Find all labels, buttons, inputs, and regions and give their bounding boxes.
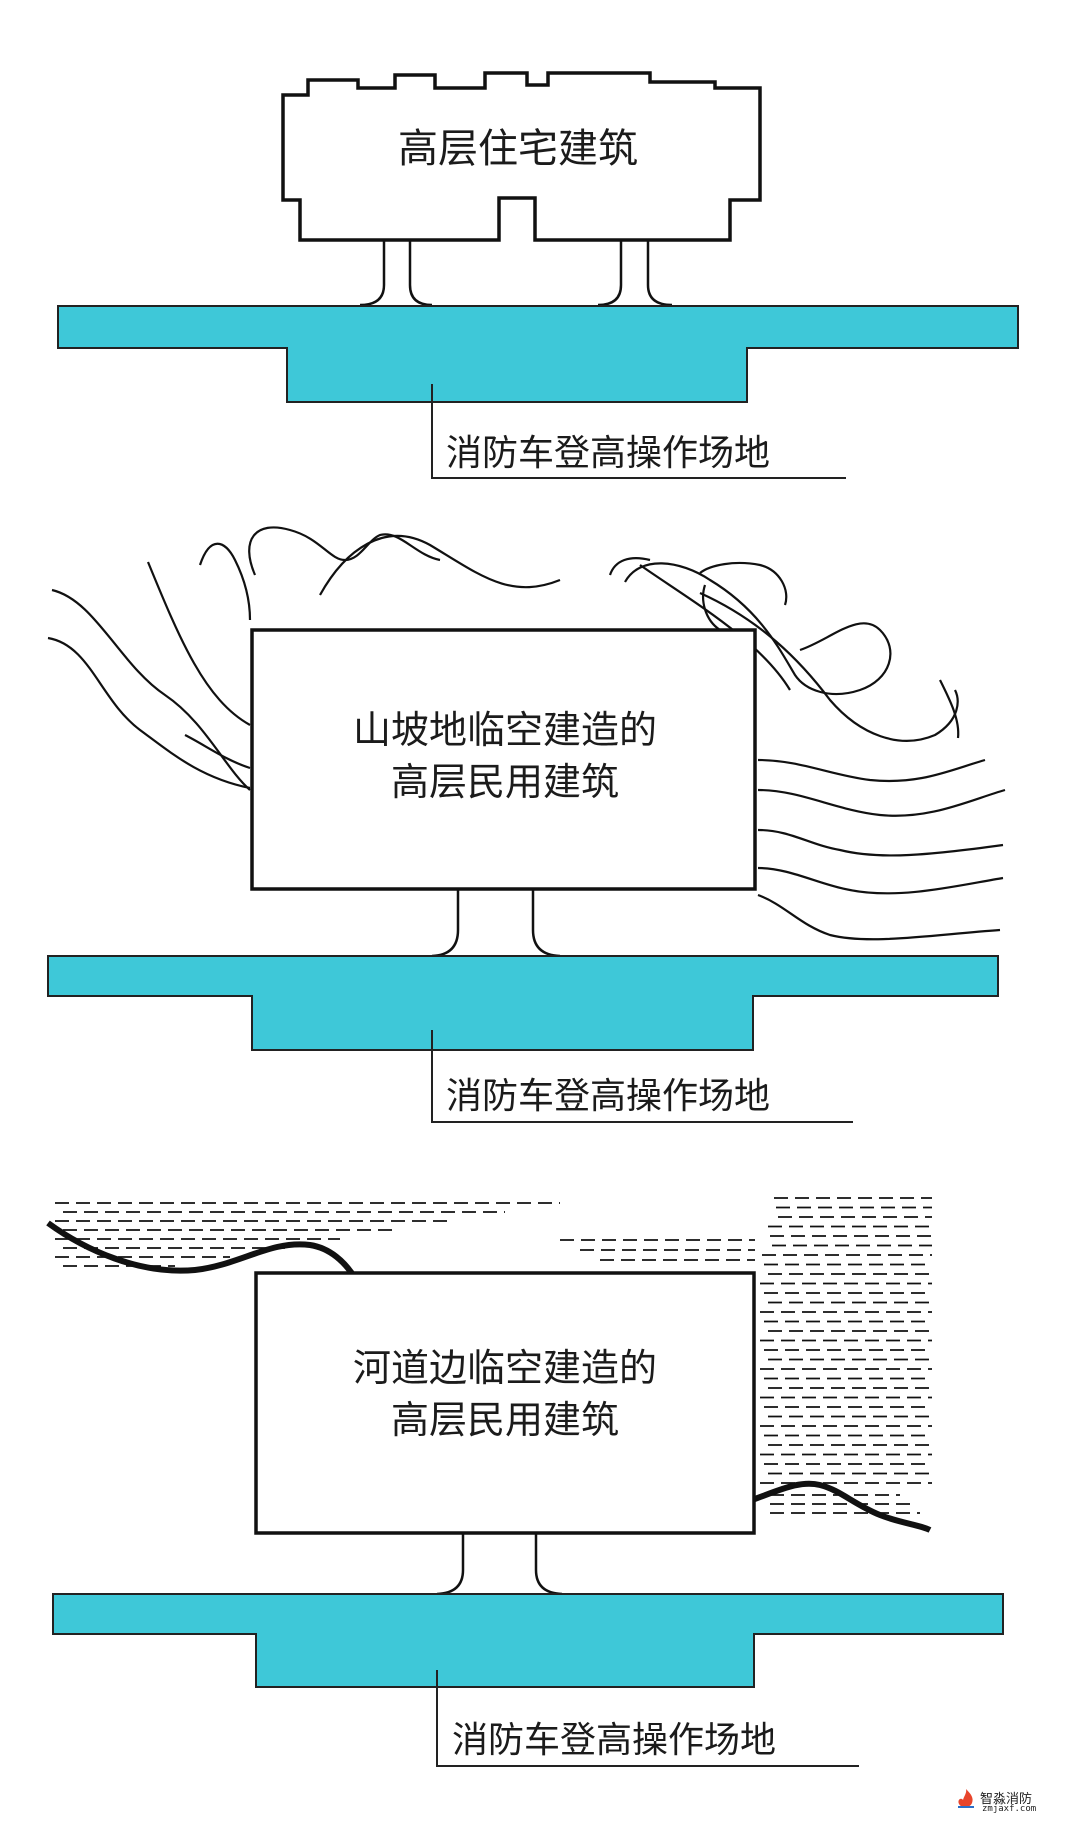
contour-lines: [47, 526, 1006, 941]
panel-3: 河道边临空建造的 高层民用建筑 消防车登高操作场地: [46, 1197, 1004, 1767]
panel-2: 山坡地临空建造的 高层民用建筑 消防车登高操作场地: [47, 526, 1006, 1123]
site-leader-line: [436, 1670, 859, 1767]
building-label-line-2: 高层民用建筑: [391, 1398, 619, 1442]
watermark-name: 智淼消防: [980, 1792, 1033, 1807]
water-hatching: [55, 1197, 932, 1514]
site-label: 消防车登高操作场地: [452, 1720, 776, 1761]
site-label: 消防车登高操作场地: [446, 433, 770, 474]
building-connector: [431, 889, 561, 958]
building-connector: [359, 240, 433, 307]
site-leader-line: [431, 1030, 853, 1123]
building-connector: [597, 240, 673, 307]
building-outline: [281, 71, 762, 242]
river-bank-right: [750, 1480, 932, 1533]
watermark-url: zmjaxf.com: [982, 1804, 1037, 1814]
building-label-line-1: 河道边临空建造的: [353, 1346, 657, 1390]
site-leader-line: [431, 384, 846, 479]
road-and-fire-truck-site: [57, 305, 1019, 403]
panel-1: 高层住宅建筑 消防车登高操作场地: [57, 71, 1019, 479]
road-and-fire-truck-site: [47, 955, 999, 1051]
building-label: 高层住宅建筑: [398, 126, 638, 172]
building-connector: [436, 1533, 563, 1596]
building-label-line-2: 高层民用建筑: [391, 760, 619, 804]
river-bank-upper: [46, 1220, 358, 1280]
watermark-logo-icon: [958, 1789, 974, 1808]
building-outline: [254, 1271, 756, 1535]
building-label-line-1: 山坡地临空建造的: [353, 708, 657, 752]
site-label: 消防车登高操作场地: [446, 1076, 770, 1117]
road-and-fire-truck-site: [52, 1593, 1004, 1688]
building-outline: [250, 628, 757, 891]
